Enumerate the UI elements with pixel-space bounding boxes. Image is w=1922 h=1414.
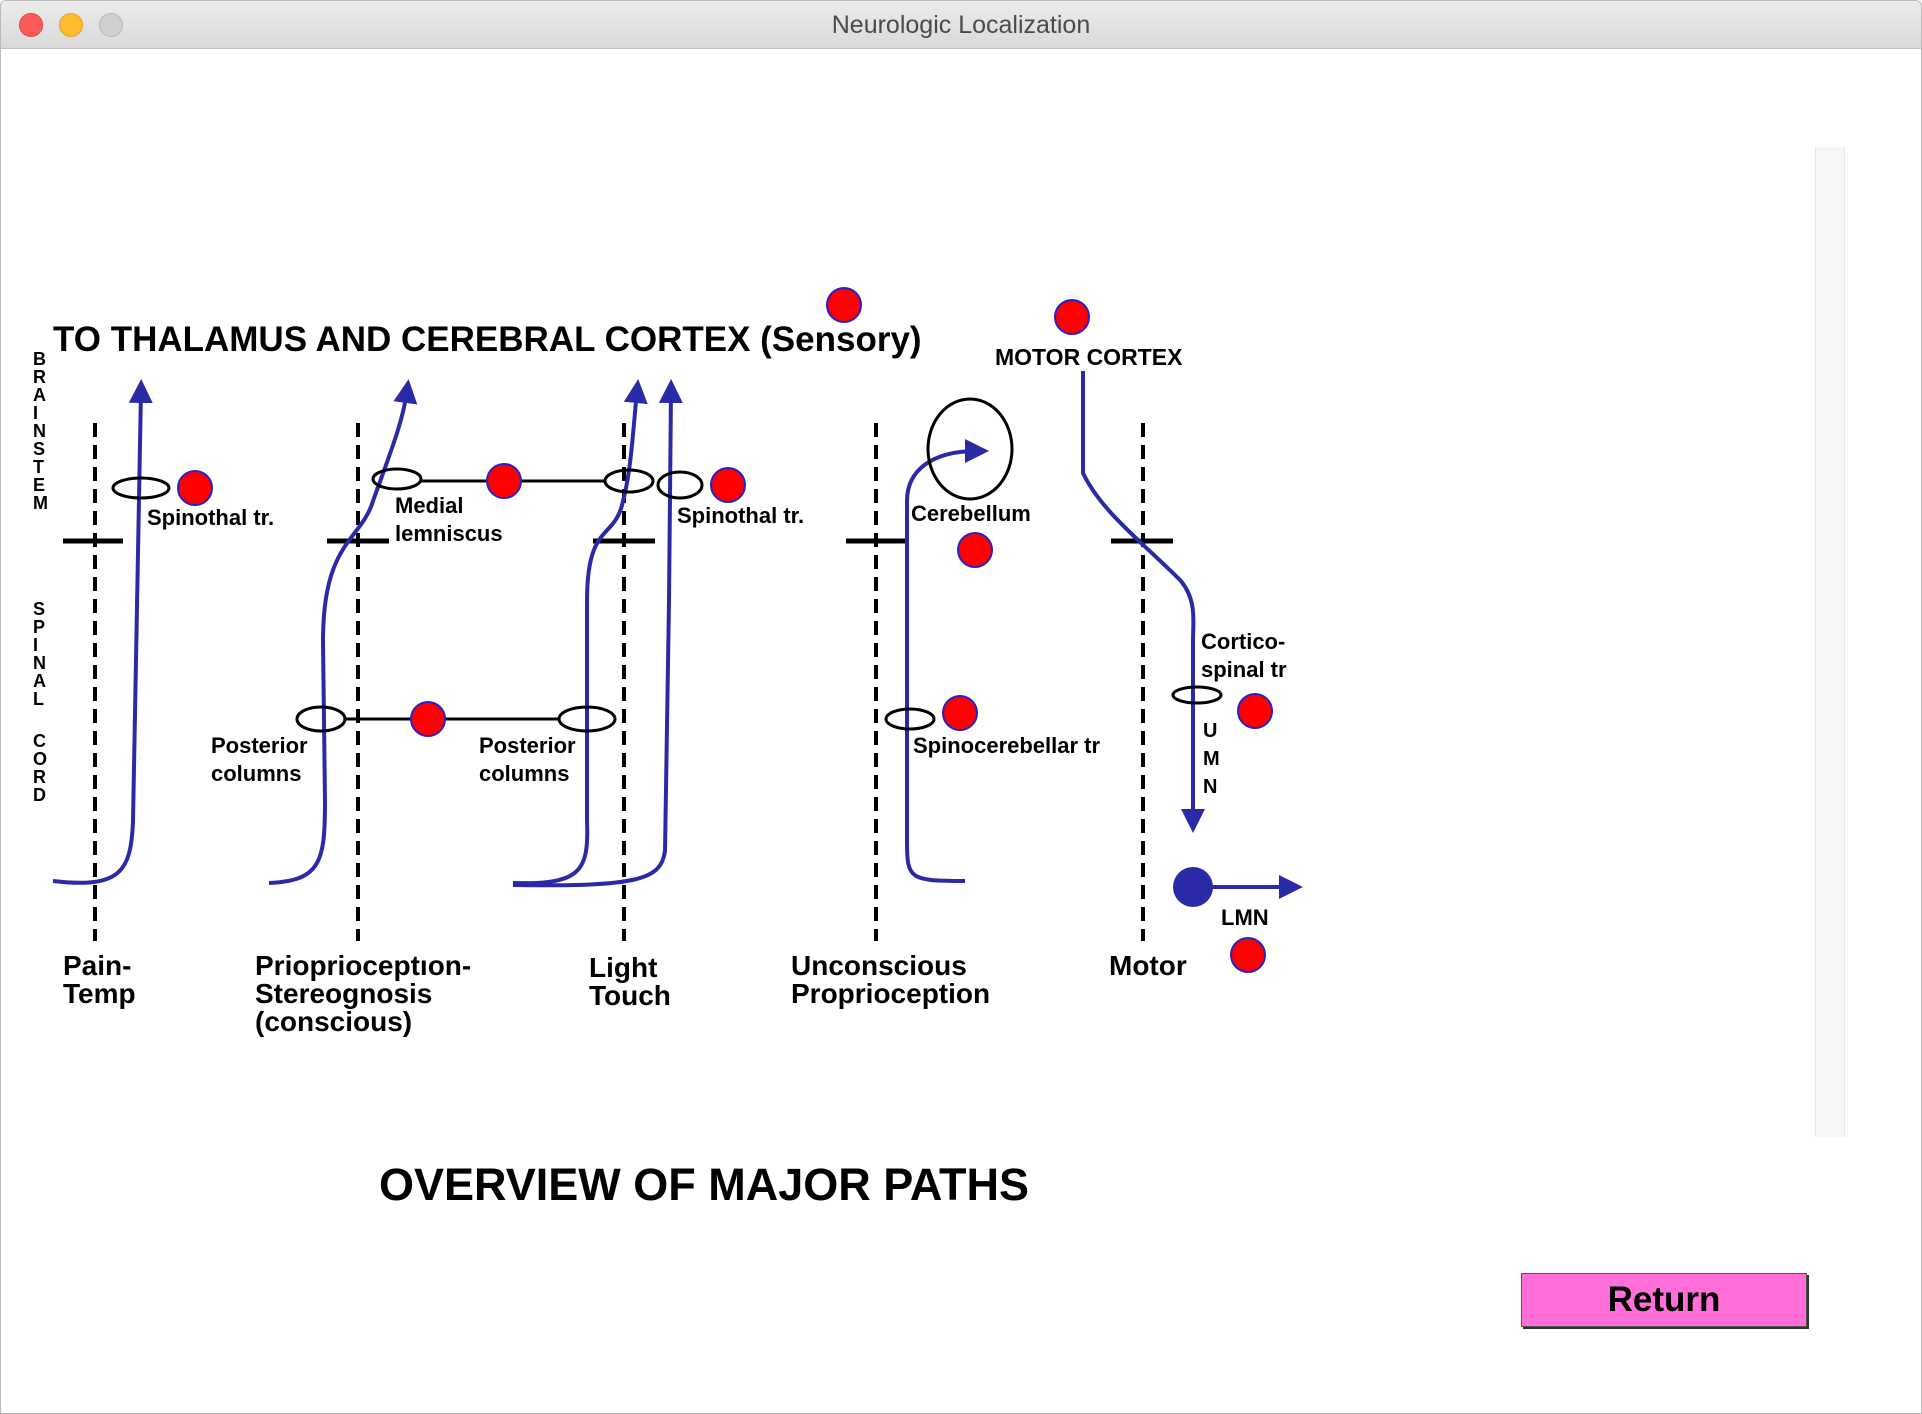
- zoom-window-button[interactable]: [99, 13, 123, 37]
- marker-medial-lemniscus[interactable]: [486, 463, 522, 499]
- marker-spinocerebellar[interactable]: [942, 695, 978, 731]
- label-cerebellum: Cerebellum: [911, 501, 1031, 526]
- pathway-lines: [52, 371, 1303, 899]
- minimize-window-button[interactable]: [59, 13, 83, 37]
- marker-motor-cortex[interactable]: [1054, 299, 1090, 335]
- motor-cortex-label: MOTOR CORTEX: [995, 344, 1183, 370]
- column-prop-1: Prioprioceptıon-: [255, 950, 471, 981]
- midlines: [93, 423, 1145, 941]
- vertical-scrollbar[interactable]: [1815, 147, 1845, 1137]
- label-cortico: Cortico-: [1201, 629, 1285, 654]
- label-columns-1: columns: [211, 761, 301, 786]
- column-touch: Touch: [589, 980, 671, 1011]
- column-light: Light: [589, 952, 657, 983]
- column-prop-3: (conscious): [255, 1006, 412, 1037]
- marker-cerebellum[interactable]: [957, 532, 993, 568]
- marker-spinothal-brainstem-2[interactable]: [710, 467, 746, 503]
- marker-posterior-columns[interactable]: [410, 701, 446, 737]
- lmn-cell-body: [1173, 867, 1213, 907]
- window-title: Neurologic Localization: [831, 11, 1091, 39]
- marker-lmn[interactable]: [1230, 937, 1266, 973]
- label-lemniscus: lemniscus: [395, 521, 503, 546]
- marker-spinothal-brainstem[interactable]: [177, 470, 213, 506]
- column-prop-2: Stereognosis: [255, 978, 432, 1009]
- column-unconscious: Unconscious: [791, 950, 967, 981]
- label-medial: Medial: [395, 493, 463, 518]
- label-posterior-1: Posterior: [211, 733, 308, 758]
- column-temp: Temp: [63, 978, 136, 1009]
- sensory-title: TO THALAMUS AND CEREBRAL CORTEX (Sensory…: [53, 320, 922, 359]
- column-pain: Pain-: [63, 950, 131, 981]
- label-posterior-2: Posterior: [479, 733, 576, 758]
- title-bar: Neurologic Localization: [1, 1, 1921, 49]
- column-proprioception: Proprioception: [791, 978, 990, 1009]
- label-columns-2: columns: [479, 761, 569, 786]
- page-heading: OVERVIEW OF MAJOR PATHS: [379, 1159, 1030, 1210]
- return-button[interactable]: Return: [1521, 1273, 1807, 1327]
- close-window-button[interactable]: [19, 13, 43, 37]
- cerebellum-oval: [926, 397, 1014, 501]
- label-lmn: LMN: [1221, 905, 1269, 930]
- label-spinothal-1: Spinothal tr.: [147, 505, 274, 530]
- label-spinal-tr: spinal tr: [1201, 657, 1287, 682]
- label-spinocerebellar: Spinocerebellar tr: [913, 733, 1101, 758]
- column-motor: Motor: [1109, 950, 1187, 981]
- marker-corticospinal[interactable]: [1237, 693, 1273, 729]
- marker-cortex-sensory[interactable]: [826, 287, 862, 323]
- label-spinothal-2: Spinothal tr.: [677, 503, 804, 528]
